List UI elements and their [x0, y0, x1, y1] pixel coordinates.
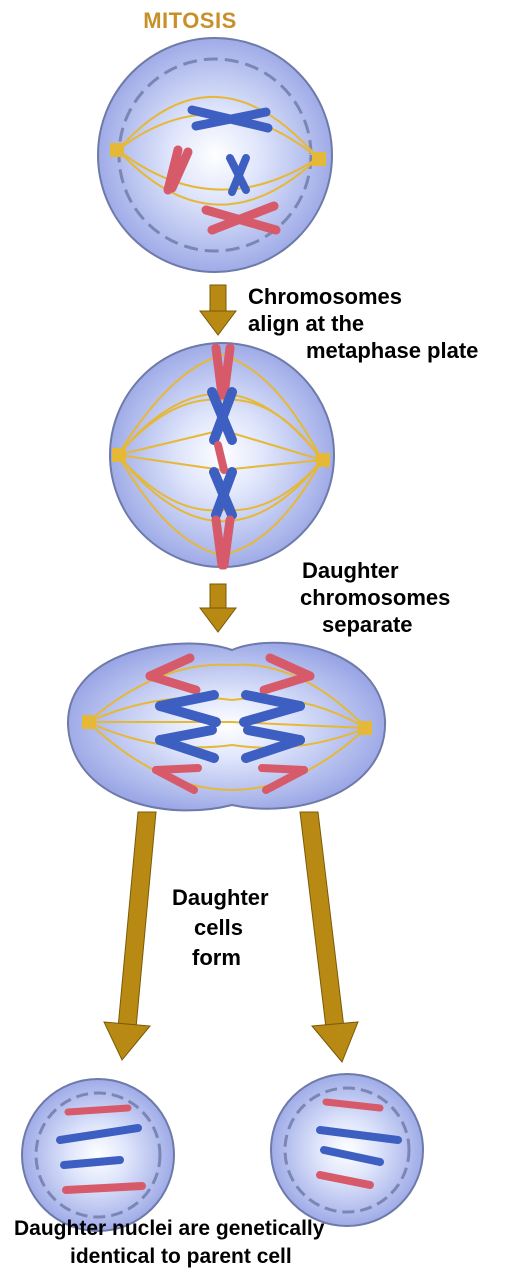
- step3-line3: form: [192, 945, 241, 971]
- arrow-down: [200, 285, 236, 335]
- caption-line1: Daughter nuclei are genetically: [14, 1216, 324, 1242]
- step3-line2: cells: [194, 915, 243, 941]
- centrosome-left: [110, 143, 124, 157]
- arrow-down-left: [104, 812, 156, 1060]
- prophase-cell: [98, 38, 332, 272]
- metaphase-cell: [110, 343, 334, 567]
- centrosome-left: [82, 715, 96, 729]
- step1-line2: align at the: [248, 311, 364, 337]
- step2-line1: Daughter: [302, 558, 399, 584]
- centrosome-right: [316, 453, 330, 467]
- step2-line2: chromosomes: [300, 585, 450, 611]
- step3-line1: Daughter: [172, 885, 269, 911]
- step1-line1: Chromosomes: [248, 284, 402, 310]
- centrosome-right: [358, 721, 372, 735]
- arrow-down-right: [300, 812, 358, 1062]
- daughter-cell-right: [271, 1074, 423, 1226]
- centrosome-left: [112, 448, 126, 462]
- daughter-cell-left: [22, 1079, 174, 1231]
- caption-line2: identical to parent cell: [70, 1244, 292, 1270]
- step2-line3: separate: [322, 612, 413, 638]
- anaphase-cell: [68, 643, 385, 811]
- step1-line3: metaphase plate: [306, 338, 478, 364]
- centrosome-right: [312, 152, 326, 166]
- arrow-down: [200, 584, 236, 632]
